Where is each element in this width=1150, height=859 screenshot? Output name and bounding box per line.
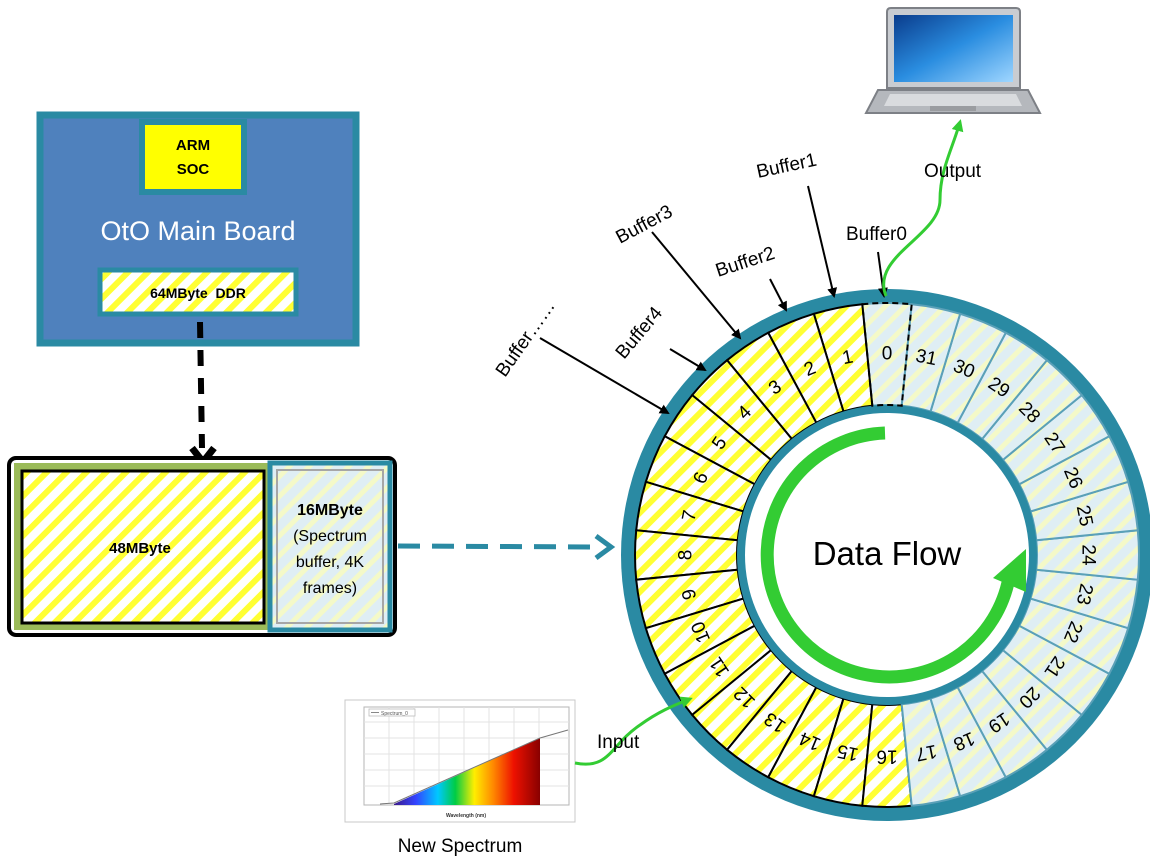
- memory-to-ring-arrowhead: [594, 533, 616, 561]
- memory-to-ring-arrow: [397, 543, 599, 550]
- buffer-more-arrow: [539, 337, 670, 415]
- spectrum-legend: Spectrum_0: [381, 711, 408, 717]
- input-label: Input: [597, 732, 640, 753]
- buffer1-arrow: [807, 185, 838, 298]
- buffer4-label: Buffer4: [612, 303, 668, 363]
- soc-label-line2: SOC: [177, 161, 210, 178]
- board-title: OtO Main Board: [100, 216, 295, 246]
- soc-label-line1: ARM: [176, 137, 210, 154]
- arm-soc-chip: [139, 119, 247, 195]
- buffer-label-line4: frames): [303, 580, 357, 597]
- ring-segment-label: 0: [882, 344, 893, 365]
- buffer2-label: Buffer2: [713, 243, 777, 282]
- laptop-icon: [864, 7, 1042, 114]
- data-flow-arrow: [760, 426, 1016, 684]
- data-flow-label: Data Flow: [813, 535, 962, 572]
- ring-segment-label: 16: [876, 746, 897, 767]
- spectrum-buffer-16mb: [267, 460, 393, 633]
- buffer-label-line1: 16MByte: [297, 502, 363, 519]
- memory-block: 48MByte 16MByte (Spectrum buffer, 4K fra…: [7, 456, 397, 637]
- ddr-chip: [97, 267, 299, 317]
- memory-48mb-label: 48MByte: [109, 540, 171, 557]
- output-label: Output: [924, 161, 982, 182]
- buffer4-arrow: [669, 348, 707, 372]
- spectrum-thumbnail: Spectrum_0 Wavelength (nm): [344, 699, 576, 823]
- buffer0-dashed-outline: [861, 301, 913, 407]
- ring-segment-label: 17: [914, 740, 939, 765]
- buffer0-label: Buffer0: [846, 224, 907, 245]
- ring-segment-label: 1: [841, 347, 855, 370]
- input-arrow: [574, 696, 693, 766]
- spectrum-xlabel: Wavelength (nm): [446, 813, 486, 819]
- data-flow-arrowhead: [993, 549, 1026, 592]
- buffer-label-line3: buffer, 4K: [296, 554, 365, 571]
- ring-segment-label: 9: [679, 587, 702, 601]
- main-board: ARM SOC OtO Main Board 64MByte DDR: [36, 111, 360, 347]
- ddr-label: 64MByte DDR: [150, 285, 246, 301]
- output-arrow: [882, 119, 964, 297]
- buffer1-label: Buffer1: [755, 150, 819, 183]
- buffer2-arrow: [769, 278, 787, 312]
- ring-segment-label: 23: [1072, 582, 1097, 607]
- new-spectrum-caption: New Spectrum: [398, 836, 523, 857]
- ring-segment-label: 7: [679, 509, 702, 523]
- ring-segment-label: 15: [835, 740, 860, 765]
- buffer-more-label: Buffer……: [492, 296, 560, 380]
- buffer-label-line2: (Spectrum: [293, 528, 367, 545]
- board-to-memory-arrow: [197, 321, 205, 449]
- ring-segment-label: 8: [676, 550, 697, 561]
- memory-48mb: [20, 469, 266, 625]
- ring-segment-label: 31: [914, 346, 939, 371]
- ring-segment-label: 24: [1078, 544, 1099, 566]
- buffer3-arrow: [651, 231, 742, 340]
- ring-segment-label: 25: [1072, 503, 1097, 528]
- buffer3-label: Buffer3: [612, 201, 676, 248]
